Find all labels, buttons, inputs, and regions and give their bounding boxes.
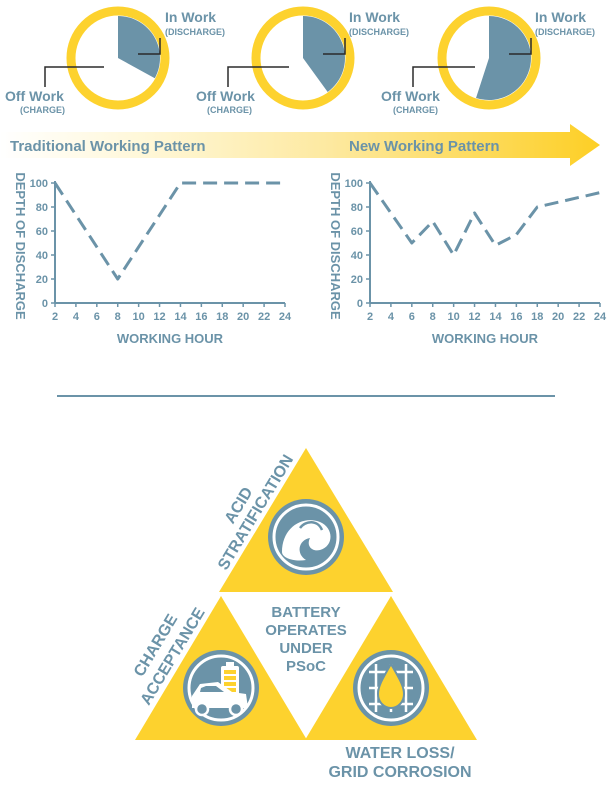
pie-1-off-work-sub: (CHARGE) <box>20 105 65 115</box>
chart-2-x-tick-label: 18 <box>531 311 543 323</box>
center-line-2: OPERATES <box>265 622 346 639</box>
water-wave-icon <box>268 499 344 575</box>
chart-1-y-tick-label: 60 <box>36 226 48 238</box>
chart-2-x-tick-label: 20 <box>552 311 564 323</box>
pie-1 <box>44 6 170 110</box>
chart-1-y-tick-label: 0 <box>42 298 48 310</box>
pie-2-in-work-label: In Work <box>349 9 400 25</box>
chart-1-x-tick-label: 8 <box>115 311 121 323</box>
center-line-4: PSoC <box>286 658 326 675</box>
chart-2-y-tick-label: 100 <box>345 178 363 190</box>
pie-3-discharge-slice <box>476 16 531 100</box>
water-label-line-2: GRID CORROSION <box>328 764 471 781</box>
chart-2-x-tick-label: 2 <box>367 311 373 323</box>
pie-2-off-work-sub: (CHARGE) <box>207 105 252 115</box>
chart-1-x-tick-label: 6 <box>94 311 100 323</box>
chart-1-x-tick-label: 22 <box>258 311 270 323</box>
grid-droplet-icon <box>353 650 429 726</box>
chart-1-x-tick-label: 4 <box>73 311 80 323</box>
chart-1-x-tick-label: 10 <box>133 311 145 323</box>
new-pattern-label: New Working Pattern <box>349 138 500 155</box>
pattern-arrow-shape <box>0 124 600 166</box>
chart-2-x-tick-label: 6 <box>409 311 415 323</box>
pie-labels: In Work (DISCHARGE) Off Work (CHARGE) In… <box>5 9 595 115</box>
chart-1-y-tick-label: 100 <box>30 178 48 190</box>
chart-2-x-label: WORKING HOUR <box>432 331 539 346</box>
chart-2-y-tick-label: 60 <box>351 226 363 238</box>
chart-1-y-tick-label: 40 <box>36 250 48 262</box>
chart-1-x-tick-label: 16 <box>195 311 207 323</box>
pie-2-in-work-sub: (DISCHARGE) <box>349 27 409 37</box>
pie-1-in-work-sub: (DISCHARGE) <box>165 27 225 37</box>
pattern-arrow: Traditional Working Pattern New Working … <box>0 124 600 166</box>
pie-3-in-work-label: In Work <box>535 9 586 25</box>
chart-1-x-tick-label: 2 <box>52 311 58 323</box>
pie-2 <box>227 6 355 110</box>
chart-2-x-tick-label: 16 <box>510 311 522 323</box>
car-battery-icon <box>183 650 259 726</box>
pie-2-off-leader <box>227 66 289 87</box>
chart-2-y-label: DEPTH OF DISCHARGE <box>328 172 343 320</box>
chart-1-series-line <box>53 181 285 281</box>
chart-2-x-tick-label: 12 <box>468 311 480 323</box>
traditional-pattern-label: Traditional Working Pattern <box>10 138 206 155</box>
pie-1-off-work-label: Off Work <box>5 88 64 104</box>
chart-2-y-tick-label: 0 <box>357 298 363 310</box>
pie-3-in-leader <box>509 38 532 55</box>
center-line-3: UNDER <box>279 640 333 657</box>
pie-1-discharge-slice <box>118 16 160 79</box>
chart-2-x-tick-label: 8 <box>430 311 436 323</box>
chart-1-x-tick-label: 24 <box>279 311 292 323</box>
working-pattern-pies <box>44 6 541 110</box>
chart-1-y-label: DEPTH OF DISCHARGE <box>13 172 28 320</box>
chart-2-x-tick-label: 14 <box>489 311 502 323</box>
water-loss-label: WATER LOSS/ GRID CORROSION <box>328 745 471 781</box>
chart-1-y-tick-label: 20 <box>36 274 48 286</box>
chart-1-y-tick-label: 80 <box>36 202 48 214</box>
water-label-line-1: WATER LOSS/ <box>345 745 455 762</box>
pie-1-off-leader <box>44 66 104 87</box>
center-line-1: BATTERY <box>271 604 340 621</box>
chart-2-x-tick-label: 4 <box>388 311 395 323</box>
center-label: BATTERY OPERATES UNDER PSoC <box>265 604 346 675</box>
chart-1-x-tick-label: 18 <box>216 311 228 323</box>
pie-3-off-leader <box>412 66 475 87</box>
chart-2-x-tick-label: 24 <box>594 311 607 323</box>
chart-2-series-line <box>368 182 601 257</box>
pie-3 <box>412 6 541 110</box>
pie-2-in-leader <box>323 38 346 55</box>
pie-1-in-work-label: In Work <box>165 9 216 25</box>
chart-2-y-tick-label: 20 <box>351 274 363 286</box>
pie-3-off-work-sub: (CHARGE) <box>393 105 438 115</box>
chart-2-x-tick-label: 22 <box>573 311 585 323</box>
chart-1-x-label: WORKING HOUR <box>117 331 224 346</box>
pie-3-in-work-sub: (DISCHARGE) <box>535 27 595 37</box>
psoc-triangle: BATTERY OPERATES UNDER PSoC ACID STRATIF… <box>131 448 477 781</box>
pie-2-off-work-label: Off Work <box>196 88 255 104</box>
chart-1-x-tick-label: 20 <box>237 311 249 323</box>
pie-1-in-leader <box>138 38 161 55</box>
chart-2-x-tick-label: 10 <box>448 311 460 323</box>
chart-2-y-tick-label: 80 <box>351 202 363 214</box>
chart-1-x-tick-label: 14 <box>174 311 187 323</box>
chart-2-y-tick-label: 40 <box>351 250 363 262</box>
pie-3-off-work-label: Off Work <box>381 88 440 104</box>
chart-1-x-tick-label: 12 <box>153 311 165 323</box>
